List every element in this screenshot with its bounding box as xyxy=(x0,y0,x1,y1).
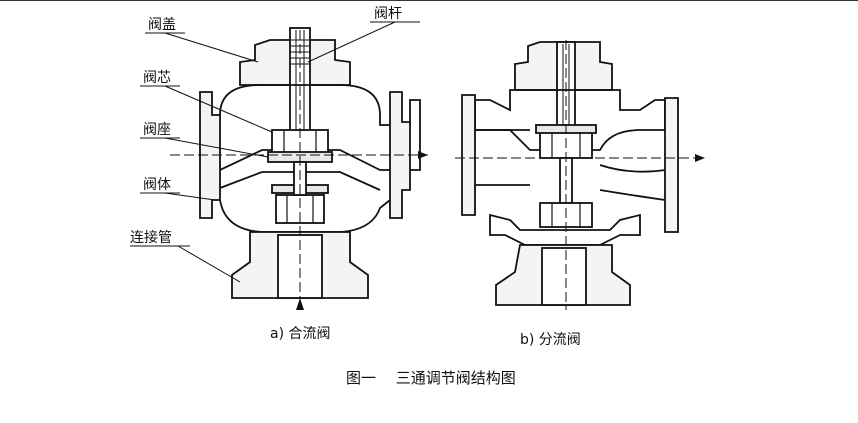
valve-b-diverting xyxy=(455,40,705,310)
label-body: 阀体 xyxy=(143,177,171,193)
label-connecting-pipe: 连接管 xyxy=(130,229,172,246)
figure-title: 图一 三通调节阀结构图 xyxy=(346,369,516,387)
valve-b-lower-chamber xyxy=(489,213,641,246)
valve-a-mixing xyxy=(170,27,428,310)
label-seat: 阀座 xyxy=(143,122,171,138)
leader-lines xyxy=(130,21,420,283)
valve-a-upper-chamber xyxy=(214,84,421,171)
label-stem: 阀杆 xyxy=(374,6,402,22)
top-rule xyxy=(0,0,858,1)
caption-b: b) 分流阀 xyxy=(520,332,581,348)
valve-b-left-flange xyxy=(461,94,476,216)
valve-b-right-flange xyxy=(664,97,679,233)
caption-a: a) 合流阀 xyxy=(270,326,331,342)
label-bonnet: 阀盖 xyxy=(148,17,176,33)
label-plug: 阀芯 xyxy=(143,70,171,86)
